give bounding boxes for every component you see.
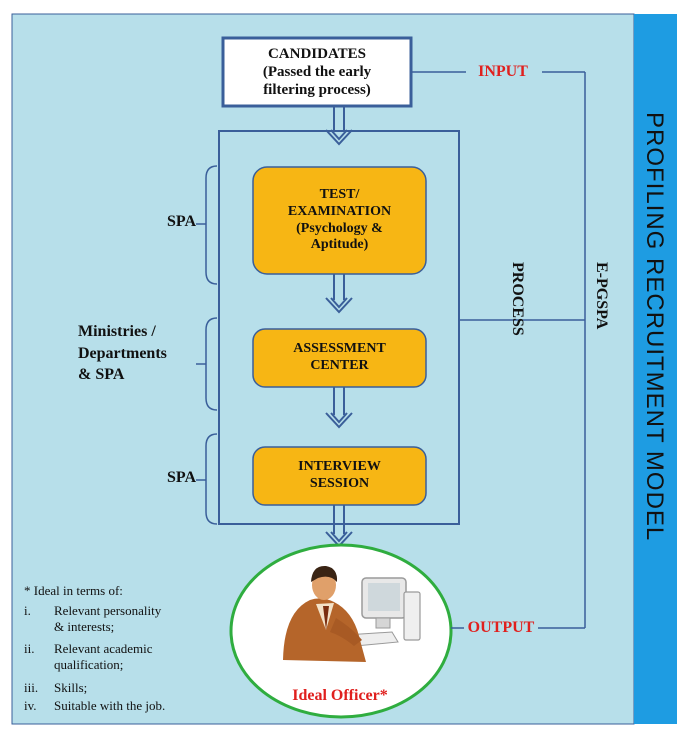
footnote-item: ii. Relevant academic qualification; bbox=[24, 641, 224, 677]
candidates-box bbox=[221, 36, 413, 108]
footnote-item-number: i. bbox=[24, 603, 31, 618]
output-label: OUTPUT bbox=[467, 619, 535, 636]
step-assessment-label: ASSESSMENT CENTER bbox=[293, 341, 386, 373]
arrows bbox=[325, 106, 353, 548]
person-at-computer-icon bbox=[283, 565, 421, 662]
footnote-item-text: Relevant academic qualification; bbox=[54, 641, 153, 673]
input-label: INPUT bbox=[478, 63, 528, 80]
arrow-test-to-assessment bbox=[325, 274, 353, 314]
candidates-label: CANDIDATES (Passed the early filtering p… bbox=[262, 46, 372, 98]
step-test-label: TEST/ EXAMINATION (Psychology & Aptitude… bbox=[287, 186, 392, 253]
footnote-item: iii. Skills; bbox=[24, 680, 224, 698]
footnote-item-text: Suitable with the job. bbox=[54, 698, 166, 713]
footnote-item: iv. Suitable with the job. bbox=[24, 698, 224, 716]
agency-label-interview: SPA bbox=[166, 469, 196, 486]
step-box-assessment bbox=[252, 328, 427, 388]
model-title: PROFILING RECRUITMENT MODEL bbox=[641, 112, 668, 542]
footnote-item-number: iv. bbox=[24, 698, 37, 713]
footnote-item: i. Relevant personality & interests; bbox=[24, 603, 224, 639]
agency-label-test: SPA bbox=[166, 213, 196, 230]
brace-interview bbox=[205, 433, 218, 525]
step-interview-label: INTERVIEW SESSION bbox=[298, 459, 381, 491]
agency-label-assessment: Ministries / Departments & SPA bbox=[78, 323, 167, 384]
arrow-interview-to-output bbox=[325, 505, 353, 548]
ideal-officer-label: Ideal Officer* bbox=[292, 687, 388, 704]
footnote-item-number: iii. bbox=[24, 680, 39, 695]
footnote-heading: * Ideal in terms of: bbox=[24, 583, 123, 598]
footnote-item-number: ii. bbox=[24, 641, 35, 656]
process-label: PROCESS bbox=[509, 262, 526, 336]
process-container bbox=[218, 130, 460, 525]
arrow-assessment-to-interview bbox=[325, 387, 353, 429]
agency-braces bbox=[196, 165, 218, 525]
step-box-interview bbox=[252, 446, 427, 506]
title-bar bbox=[634, 14, 677, 724]
arrow-input-to-process bbox=[325, 106, 353, 146]
step-box-test bbox=[252, 166, 427, 275]
footnote-item-text: Relevant personality & interests; bbox=[54, 603, 162, 635]
system-label: E-PGSPA bbox=[593, 262, 610, 330]
brace-test bbox=[205, 165, 218, 285]
footnote-item-text: Skills; bbox=[54, 680, 88, 695]
